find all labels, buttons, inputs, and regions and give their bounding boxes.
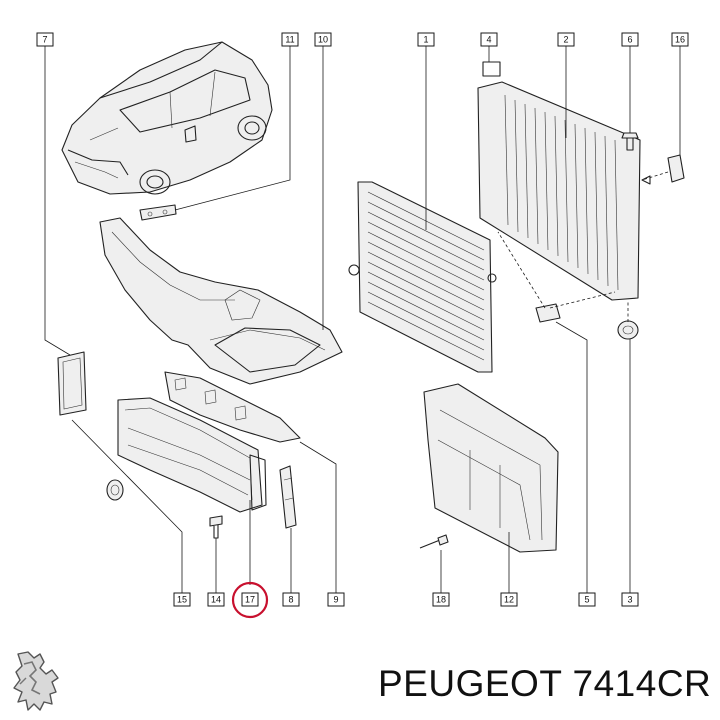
callout-8: 8 <box>282 592 300 607</box>
plug-part-6 <box>621 132 639 151</box>
callout-3: 3 <box>621 592 639 607</box>
callout-2: 2 <box>557 32 575 47</box>
radiator-part-2 <box>477 61 641 301</box>
mount-part-3 <box>617 300 639 340</box>
clip-part-14 <box>209 515 223 539</box>
air-duct-part-10 <box>99 217 343 385</box>
callout-15-label: 15 <box>177 595 187 605</box>
callout-7: 7 <box>36 32 54 47</box>
callout-7-label: 7 <box>42 35 47 45</box>
callout-17-label: 17 <box>245 595 255 605</box>
callout-5-label: 5 <box>584 595 589 605</box>
peugeot-lion-icon <box>13 651 59 711</box>
grommet-part <box>106 479 124 501</box>
callout-17: 17 <box>241 592 259 607</box>
callout-4: 4 <box>480 32 498 47</box>
callout-5: 5 <box>578 592 596 607</box>
callout-9: 9 <box>327 592 345 607</box>
callout-11: 11 <box>281 32 299 47</box>
screw-part-18 <box>419 534 449 549</box>
callout-12-label: 12 <box>504 595 514 605</box>
deflector-part-9 <box>164 371 301 443</box>
callout-18: 18 <box>432 592 450 607</box>
callout-11-label: 11 <box>285 35 294 45</box>
seal-part-7 <box>57 351 87 416</box>
callout-12: 12 <box>500 592 518 607</box>
callout-16: 16 <box>671 32 689 47</box>
callout-9-label: 9 <box>333 595 338 605</box>
callout-6: 6 <box>621 32 639 47</box>
highlight-circle-callout-17 <box>231 581 269 619</box>
callout-1-label: 1 <box>423 35 428 45</box>
callout-4-label: 4 <box>486 35 491 45</box>
callout-15: 15 <box>173 592 191 607</box>
callout-6-label: 6 <box>627 35 632 45</box>
car-illustration <box>61 41 273 195</box>
bracket-part-11 <box>139 204 177 221</box>
callout-10: 10 <box>314 32 332 47</box>
callout-1: 1 <box>417 32 435 47</box>
seal-strip-part-8 <box>279 465 297 529</box>
condenser-part-1 <box>348 181 497 373</box>
callout-16-label: 16 <box>675 35 685 45</box>
leader-lines <box>44 46 681 593</box>
callout-10-label: 10 <box>318 35 328 45</box>
callout-3-label: 3 <box>627 595 632 605</box>
fan-shroud-part-12 <box>423 383 559 553</box>
callout-14-label: 14 <box>211 595 221 605</box>
callout-14: 14 <box>207 592 225 607</box>
air-guide-part-15 <box>117 397 267 513</box>
callout-8-label: 8 <box>288 595 293 605</box>
bracket-part-5 <box>497 231 616 323</box>
callout-2-label: 2 <box>563 35 568 45</box>
callout-18-label: 18 <box>436 595 446 605</box>
part-reference-title: PEUGEOT 7414CR <box>378 663 712 704</box>
bracket-part-16 <box>641 154 685 185</box>
